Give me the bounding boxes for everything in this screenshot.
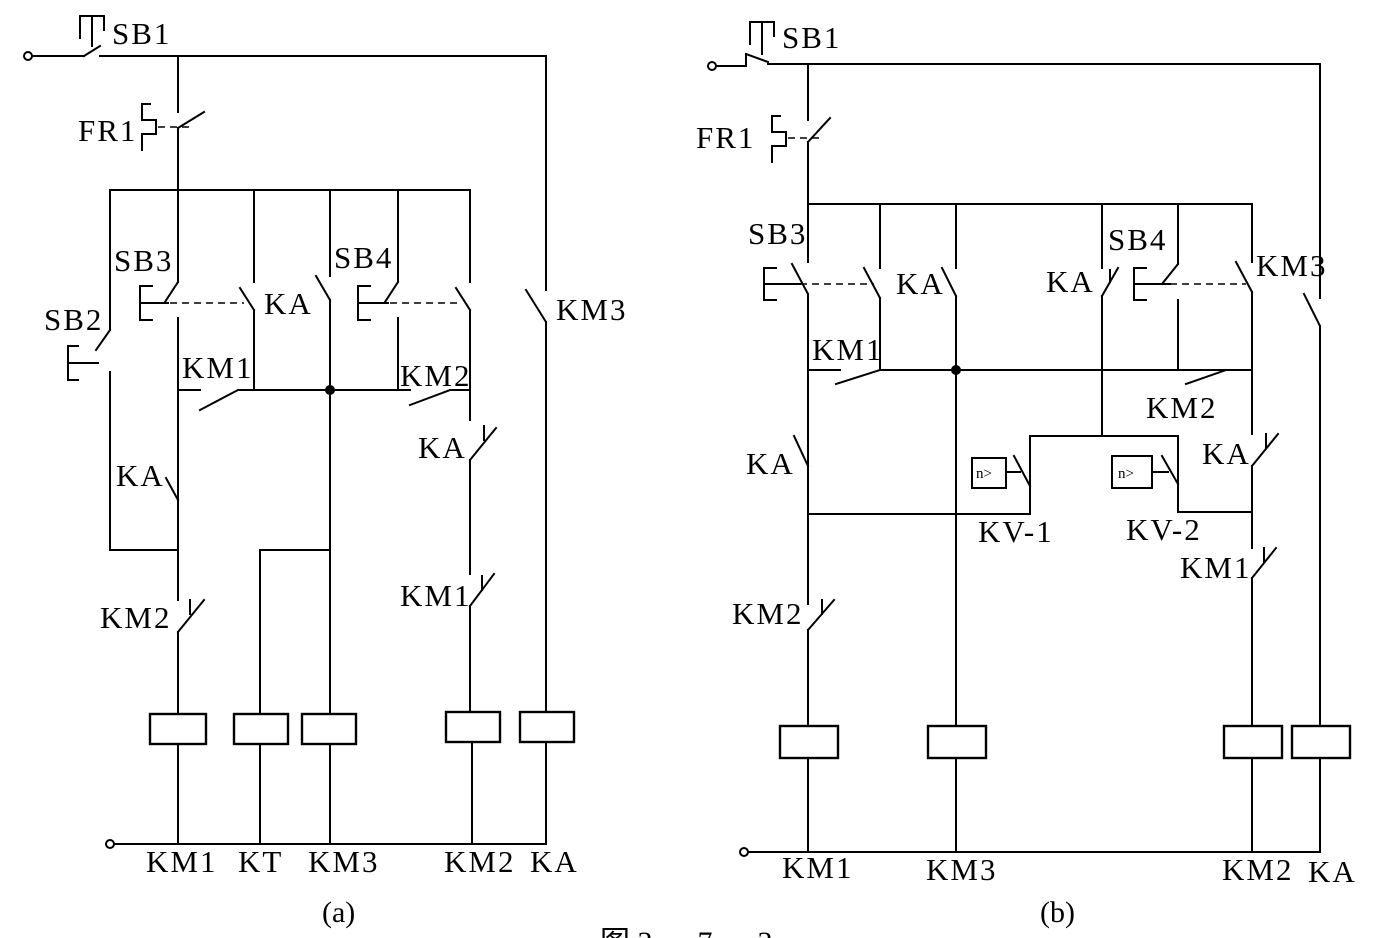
sb4-linked-contact-b [1234,260,1254,294]
label-ka-right-a: KA [418,430,467,465]
label-km3-contact-a: KM3 [556,292,627,327]
label-km3-contact-b: KM3 [1256,248,1327,283]
ka-contact-1-b [940,266,958,298]
fr1-thermal-icon-b [771,115,787,163]
caption-a: (a) [322,896,355,929]
label-sb4-a: SB4 [334,240,393,275]
coil-ka-a [518,710,576,744]
label-kv2: KV-2 [1126,512,1202,547]
ka-nc-right-b [1250,432,1280,468]
label-km1-hold-a: KM1 [182,350,253,385]
sb3-button-icon-b [763,267,801,301]
ka-contact-left-a [164,476,180,502]
km2-interlock-a [176,598,206,634]
sb4-button-icon-b [1133,267,1171,301]
km2-hold-contact-a [408,388,452,407]
figure-caption: 图 3 — 7 — 3 [600,926,773,938]
label-km2-interlock-a: KM2 [100,600,171,635]
coil-label-km3-b: KM3 [926,852,997,887]
kv1-contact [1012,454,1032,488]
km2-hold-contact-b [1184,368,1228,386]
coil-label-kt-a: KT [238,844,283,879]
label-fr1-b: FR1 [696,120,755,155]
sb3-linked-contact-b [862,266,882,300]
label-ka-sb3-a: KA [264,286,313,321]
label-ka-left-a: KA [116,458,165,493]
coil-km3-b [926,724,988,760]
km1-hold-contact-a [198,388,240,412]
fr1-thermal-icon [141,103,157,151]
label-ka-2-b: KA [1046,264,1095,299]
sb1-button-icon-b [749,21,775,55]
km1-hold-contact-b [834,368,882,386]
sb3-contact [163,280,180,304]
label-ka-right-b: KA [1202,436,1251,471]
label-sb3-b: SB3 [748,216,807,251]
label-sb1-b: SB1 [782,20,841,55]
fr1-contact-b [806,116,832,144]
circuit-b: n> n> SB1 FR1 SB3 [696,20,1357,929]
coil-label-ka-a: KA [530,844,579,879]
km3-contact-a [524,288,548,324]
ka-contact-a [314,274,332,302]
sb1-contact [82,44,102,58]
circuit-a: SB1 FR1 SB2 SB3 KA SB4 KM1 KM2 KM3 KA KA… [23,15,627,929]
label-sb1-a: SB1 [112,16,171,51]
label-fr1-a: FR1 [78,113,137,148]
sb2-button-icon [67,345,99,381]
label-km1-hold-b: KM1 [812,332,883,367]
coil-label-km1-b: KM1 [782,850,853,885]
label-km1-interlock-a: KM1 [400,578,471,613]
coil-label-ka-b: KA [1308,854,1357,889]
label-kv1: KV-1 [978,514,1054,549]
supply-terminal-bottom-a [105,839,115,849]
label-km1-interlock-b: KM1 [1180,550,1251,585]
coil-km2-a [444,710,502,744]
coil-ka-b [1290,724,1352,760]
sb4-contact-b [1160,262,1180,286]
coil-km2-b [1222,724,1284,760]
sb4-linked-contact [454,286,472,312]
sb4-button-icon [357,285,389,321]
coil-label-km2-b: KM2 [1222,852,1293,887]
sb1-contact-b [744,52,770,64]
label-sb3-a: SB3 [114,243,173,278]
km3-contact-b [1302,292,1322,328]
label-sb4-b: SB4 [1108,222,1167,257]
kv2-contact [1160,454,1180,486]
sb3-button-icon [139,285,169,321]
fr1-contact [176,110,206,130]
kv2-symbol: n> [1118,466,1134,482]
kv1-symbol: n> [976,466,992,482]
coil-km1-b [778,724,840,760]
label-km2-hold-b: KM2 [1146,390,1217,425]
sb4-contact [383,280,400,304]
label-ka-left-b: KA [746,446,795,481]
sb3-linked-contact [238,286,256,312]
sb3-contact-b [790,262,810,296]
sb2-contact [94,328,112,352]
ka-nc-right-a [468,426,498,462]
caption-b: (b) [1040,896,1075,929]
supply-terminal-bottom-b [739,847,749,857]
label-ka-1-b: KA [896,266,945,301]
coil-km3-a [300,712,358,746]
coil-label-km2-a: KM2 [444,844,515,879]
sb1-button-icon [79,15,105,47]
coil-label-km1-a: KM1 [146,844,217,879]
supply-terminal-top [23,51,33,61]
ka-contact-left-b [792,434,810,468]
label-sb2-a: SB2 [44,302,103,337]
coil-label-km3-a: KM3 [308,844,379,879]
label-km2-hold-a: KM2 [400,358,471,393]
label-km2-interlock-b: KM2 [732,596,803,631]
supply-terminal-top-b [707,61,717,71]
coil-km1-a [148,712,208,746]
coil-kt-a [232,712,290,746]
